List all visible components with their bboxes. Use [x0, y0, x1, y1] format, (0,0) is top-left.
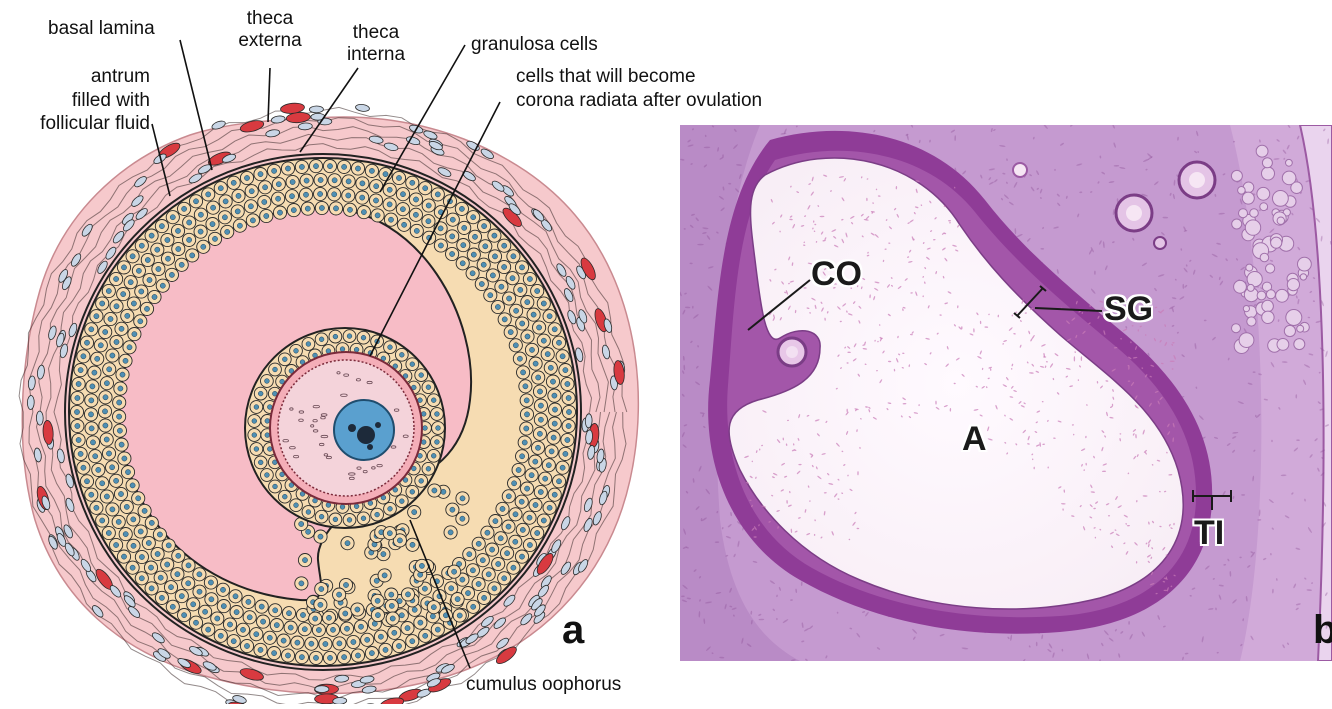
- label-corona-line1: cells that will become: [516, 66, 696, 88]
- follicle-drawing: [19, 102, 638, 704]
- label-antrum-line2: filled with: [20, 90, 150, 112]
- micrograph: [679, 123, 1332, 663]
- label-cumulus-oophorus: cumulus oophorus: [466, 674, 621, 696]
- label-granulosa-cells: granulosa cells: [471, 34, 598, 56]
- label-basal-lamina: basal lamina: [48, 18, 155, 40]
- micro-oocyte-nucleus: [786, 346, 798, 358]
- label-corona-line2: corona radiata after ovulation: [516, 90, 762, 112]
- label-theca-interna-line2: interna: [338, 44, 414, 66]
- label-theca-externa-line2: externa: [232, 30, 308, 52]
- label-sg: SG: [1104, 290, 1153, 329]
- label-theca-interna-line1: theca: [338, 22, 414, 44]
- label-theca-externa-line1: theca: [232, 8, 308, 30]
- label-antrum-line1: antrum: [20, 66, 150, 88]
- panel-letter-a: a: [562, 608, 584, 653]
- label-antrum-line3: follicular fluid: [0, 113, 150, 135]
- label-ti: TI: [1194, 514, 1224, 553]
- panel-letter-b: b: [1313, 608, 1332, 653]
- label-a: A: [962, 420, 987, 459]
- label-co: CO: [811, 255, 862, 294]
